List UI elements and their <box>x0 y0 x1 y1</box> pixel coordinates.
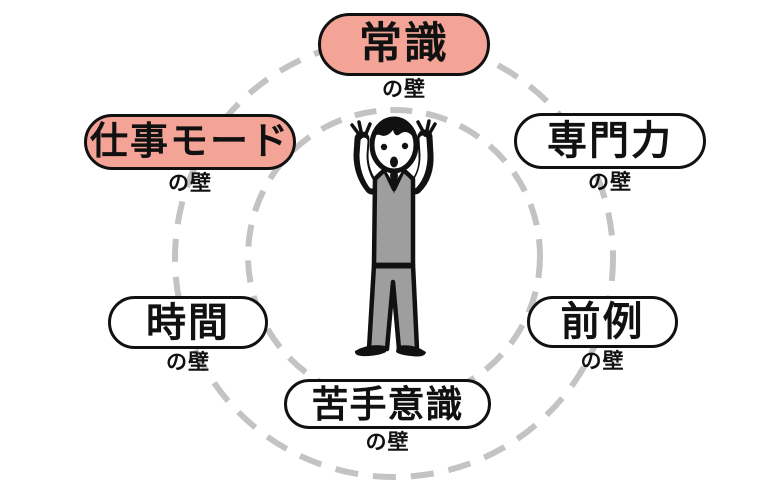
wall-expertise-suffix: の壁 <box>588 171 632 194</box>
wall-weakness-pill: 苦手意識 <box>284 379 491 429</box>
wall-time-pill: 時間 <box>108 296 268 349</box>
wall-weakness: 苦手意識 の壁 <box>284 379 491 453</box>
wall-common-sense-suffix: の壁 <box>382 78 426 101</box>
wall-common-sense-pill: 常識 <box>318 13 490 76</box>
wall-weakness-suffix: の壁 <box>365 431 410 454</box>
wall-precedent-pill: 前例 <box>527 296 678 348</box>
wall-precedent-suffix: の壁 <box>580 350 625 373</box>
wall-precedent: 前例 の壁 <box>527 296 678 372</box>
wall-expertise: 専門力 の壁 <box>514 113 706 193</box>
wall-work-mode-suffix: の壁 <box>168 172 212 195</box>
wall-expertise-pill: 専門力 <box>514 113 706 169</box>
wall-work-mode-pill: 仕事モード <box>84 114 296 170</box>
person-body <box>354 167 426 357</box>
wall-time: 時間 の壁 <box>108 296 268 373</box>
wall-work-mode: 仕事モード の壁 <box>84 114 296 194</box>
wall-time-suffix: の壁 <box>166 351 210 374</box>
wall-common-sense: 常識 の壁 <box>318 13 490 100</box>
surprised-person-illustration <box>350 116 437 357</box>
person-arms <box>350 119 437 195</box>
person-head <box>369 116 419 174</box>
